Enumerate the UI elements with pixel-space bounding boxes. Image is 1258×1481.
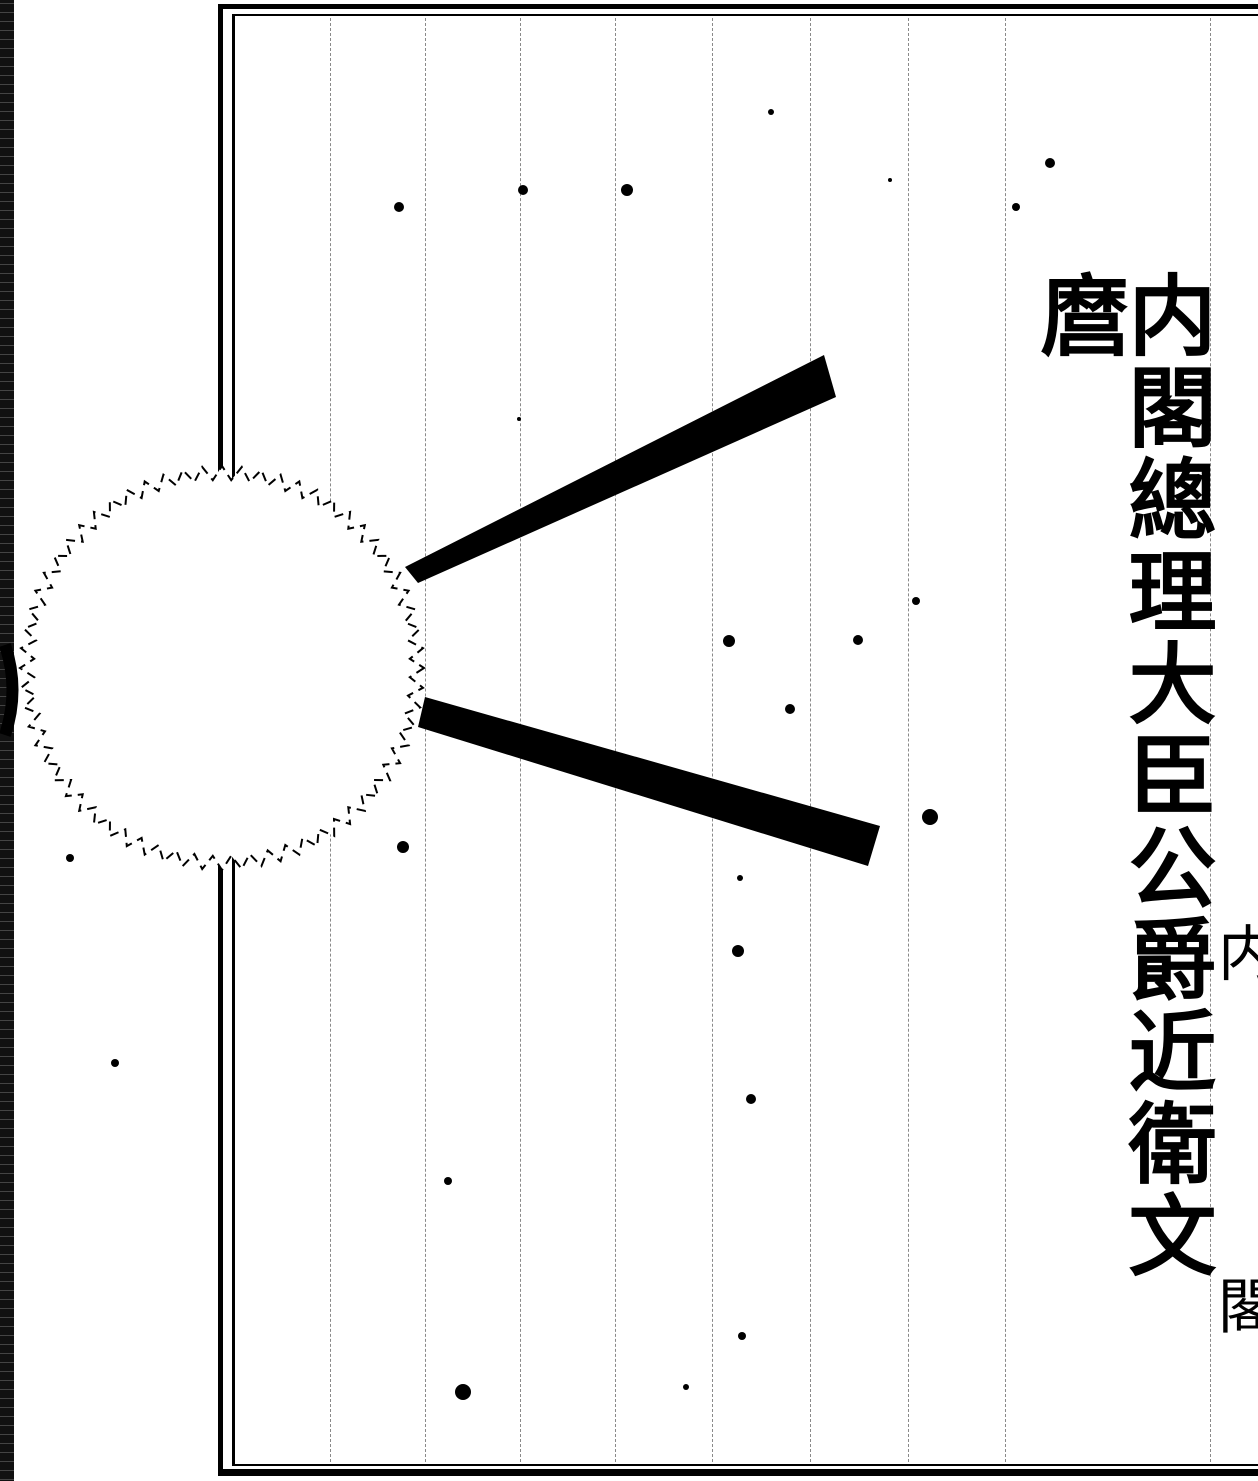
side-character: 内 [1218, 920, 1258, 990]
pin-dot [444, 1177, 452, 1185]
seal-stamp-circle [18, 464, 426, 872]
pin-dot [723, 635, 735, 647]
column-rule [908, 18, 909, 1462]
column-rule [1005, 18, 1006, 1462]
pin-dot [518, 185, 528, 195]
pin-dot [768, 109, 774, 115]
pin-dot [394, 202, 404, 212]
column-rule [810, 18, 811, 1462]
column-rule [615, 18, 616, 1462]
pin-dot [455, 1384, 471, 1400]
pin-dot [746, 1094, 756, 1104]
document-title: 内閣總理大臣公爵近衛文麿 [1026, 270, 1218, 1282]
seal-edge-mark [0, 643, 19, 737]
column-rule [425, 18, 426, 1462]
pin-dot [785, 704, 795, 714]
pin-dot [621, 184, 633, 196]
pin-dot [853, 635, 863, 645]
side-character: 閣 [1218, 1273, 1258, 1343]
pin-dot [888, 178, 892, 182]
pin-dot [738, 1332, 746, 1340]
adjacent-page-column: 内 閣 [1210, 0, 1258, 1481]
column-rule [1210, 18, 1211, 1462]
pin-dot [1012, 203, 1020, 211]
column-rule [712, 18, 713, 1462]
pin-dot [397, 841, 409, 853]
pin-dot [912, 597, 920, 605]
pin-dot [66, 854, 74, 862]
pin-dot [517, 417, 521, 421]
ribbon-upper [405, 355, 836, 583]
scanned-page-edge [0, 0, 14, 1481]
pin-dot [922, 809, 938, 825]
pin-dot [683, 1384, 689, 1390]
ribbon-lower [418, 697, 880, 866]
pin-dot [732, 945, 744, 957]
pin-dot [111, 1059, 119, 1067]
pin-dot [1045, 158, 1055, 168]
pin-dot [737, 875, 743, 881]
